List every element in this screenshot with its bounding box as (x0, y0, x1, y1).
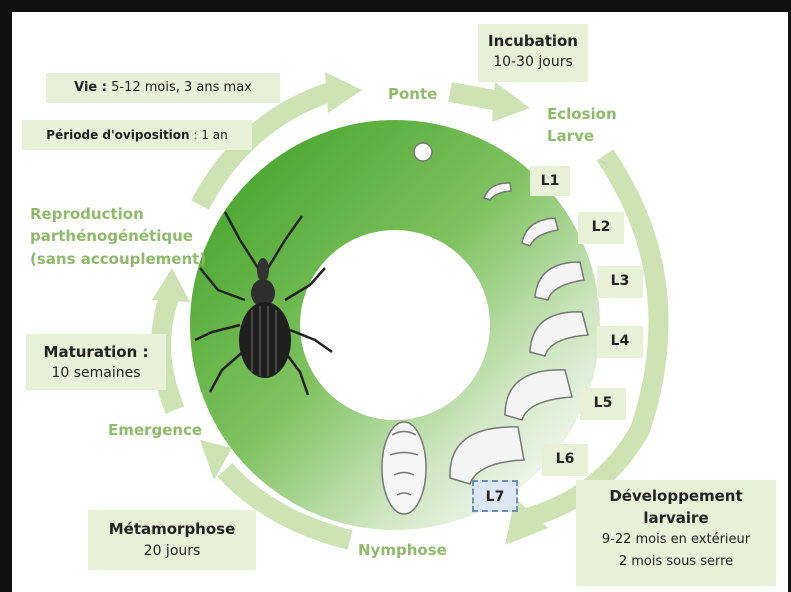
label-ponte: Ponte (388, 84, 437, 104)
developpement-box: Développement larvaire 9-22 mois en exté… (576, 480, 776, 586)
arrowhead-ponte (325, 72, 362, 113)
stage-l3: L3 (597, 266, 643, 298)
lifespan-box: Vie : 5-12 mois, 3 ans max (46, 73, 280, 103)
stage-l2: L2 (578, 212, 624, 244)
maturation-title: Maturation : (26, 341, 166, 363)
incubation-value: 10-30 jours (478, 52, 588, 72)
stage-l5: L5 (580, 388, 626, 420)
lifespan-label: Vie : (74, 80, 107, 95)
stage-l6: L6 (542, 444, 588, 476)
metamorphose-box: Métamorphose 20 jours (88, 510, 256, 570)
maturation-box: Maturation : 10 semaines (26, 334, 166, 390)
maturation-value: 10 semaines (26, 363, 166, 383)
stage-l4: L4 (597, 326, 643, 358)
incubation-box: Incubation 10-30 jours (478, 24, 588, 82)
stage-l7: L7 (472, 480, 518, 512)
label-reproduction-2: parthénogénétique (30, 226, 193, 246)
label-emergence: Emergence (108, 420, 202, 440)
oviposition-box: Période d'oviposition : 1 an (22, 120, 252, 150)
developpement-title-2: larvaire (576, 507, 776, 529)
incubation-title: Incubation (478, 30, 588, 52)
arrowhead-reproduction (152, 268, 190, 302)
developpement-line-3: 9-22 mois en extérieur (576, 529, 776, 551)
oviposition-label: Période d'oviposition (46, 128, 189, 142)
label-reproduction-1: Reproduction (30, 204, 144, 224)
label-reproduction-3: (sans accouplement) (30, 249, 206, 269)
metamorphose-title: Métamorphose (88, 518, 256, 540)
oviposition-value: : 1 an (193, 128, 227, 142)
lifespan-value: 5-12 mois, 3 ans max (111, 80, 252, 95)
arrowhead-eclosion (492, 82, 530, 122)
developpement-title-1: Développement (576, 485, 776, 507)
egg-icon (414, 143, 432, 161)
metamorphose-value: 20 jours (88, 540, 256, 562)
stage-l1: L1 (530, 166, 570, 196)
label-larve: Larve (547, 126, 594, 146)
developpement-line-4: 2 mois sous serre (576, 551, 776, 573)
pupa-icon (382, 422, 426, 514)
label-nymphose: Nymphose (358, 540, 447, 560)
label-eclosion: Eclosion (547, 104, 617, 124)
